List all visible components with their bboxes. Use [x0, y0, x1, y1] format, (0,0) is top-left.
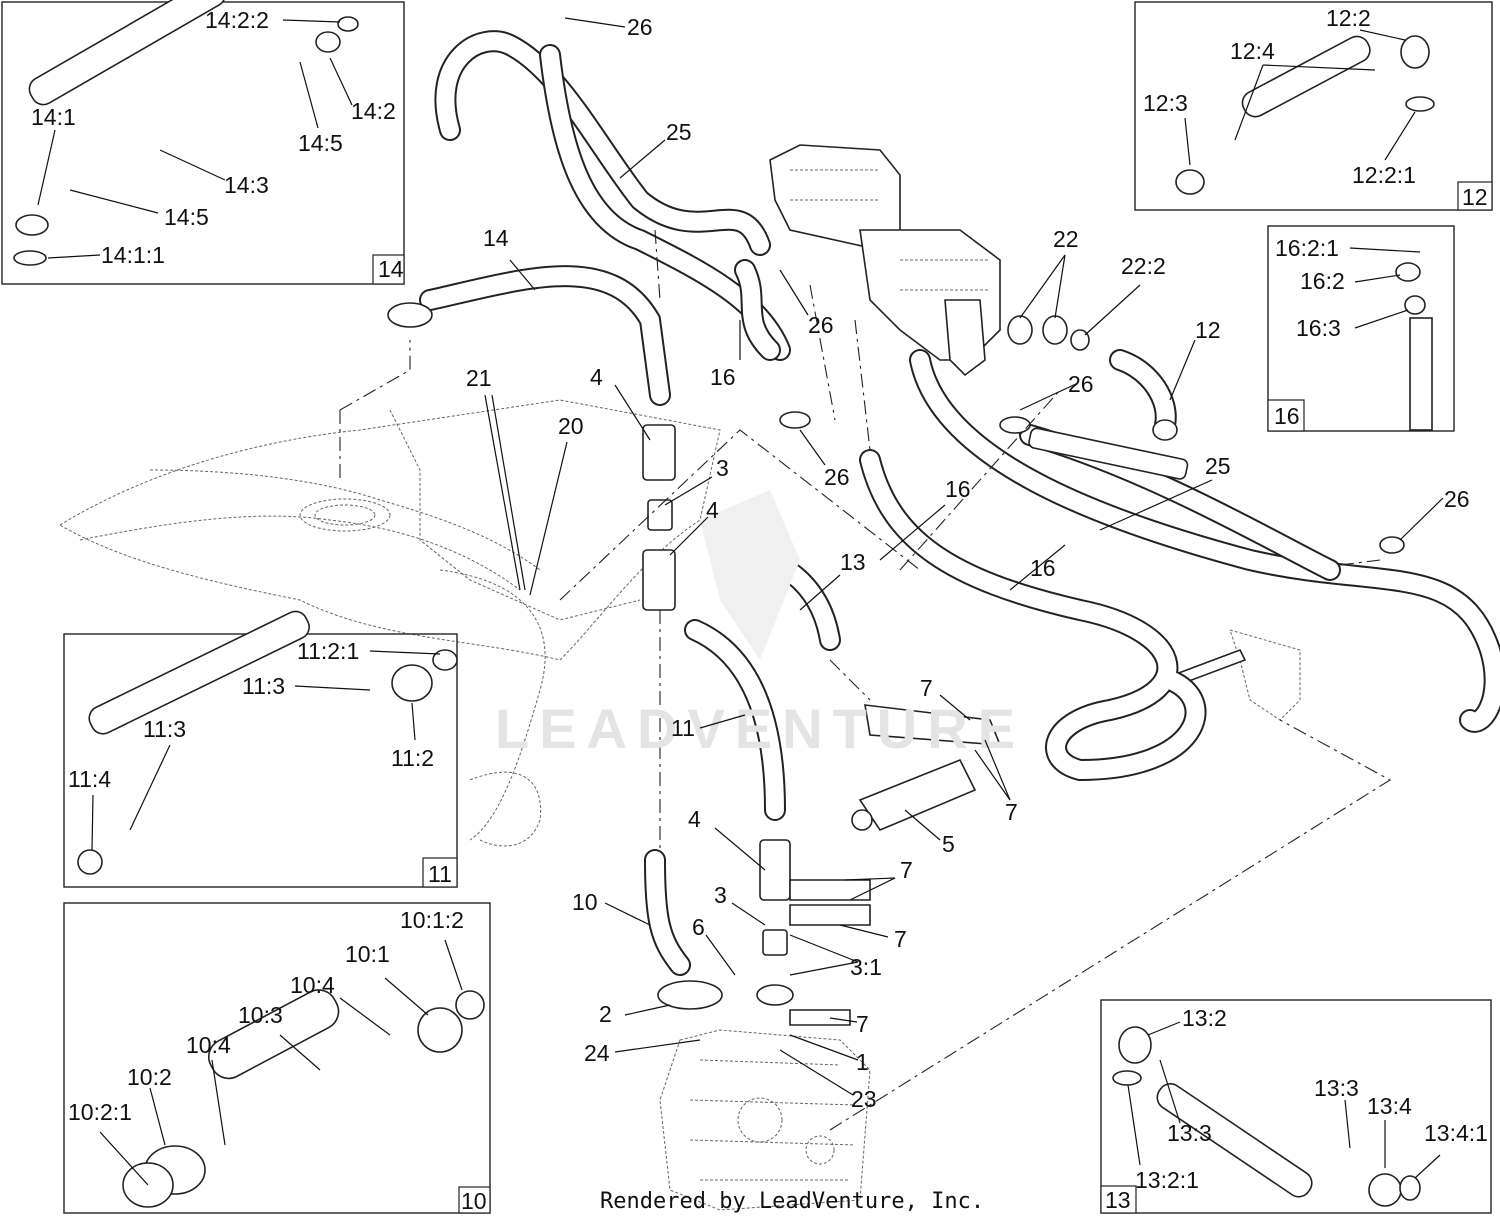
label-16-a: 16 — [710, 364, 736, 390]
label-14-5-a: 14:5 — [298, 130, 343, 156]
inset-10 — [63, 902, 491, 1214]
label-25-a: 25 — [666, 119, 692, 145]
label-11-4: 11:4 — [68, 766, 111, 792]
label-11: 11 — [671, 715, 695, 741]
fittings — [387, 302, 1405, 1026]
footer-credit: Rendered by LeadVenture, Inc. — [600, 1189, 984, 1214]
label-11-3-a: 11:3 — [242, 673, 285, 699]
label-14: 14 — [483, 225, 509, 251]
manifold-outline — [769, 144, 1001, 377]
label-12-2-1: 12:2:1 — [1352, 162, 1416, 188]
label-12: 12 — [1195, 317, 1221, 343]
label-7-c: 7 — [900, 857, 913, 883]
label-14-3: 14:3 — [224, 172, 269, 198]
label-22: 22 — [1053, 226, 1079, 252]
watermark: LEADVENTURE — [495, 490, 1025, 760]
label-26-a: 26 — [627, 14, 653, 40]
label-6: 6 — [692, 914, 705, 940]
inset-13-labels: 13:2 13:3 13:3 13:4 13:4:1 13:2:1 13 — [1105, 1005, 1488, 1213]
inset-tag-11: 11 — [428, 861, 452, 887]
label-7-a: 7 — [920, 675, 933, 701]
label-4-c: 4 — [688, 806, 701, 832]
main-labels: 26 25 14 22 22:2 26 16 12 21 4 20 26 3 2… — [466, 14, 1470, 1112]
inset-11-labels: 11:2:1 11:3 11:3 11:2 11:4 11 — [68, 638, 452, 887]
inset-16-labels: 16:2:1 16:2 16:3 16 — [1274, 235, 1345, 429]
inset-14 — [1, 0, 405, 285]
inset-10-labels: 10:1:2 10:1 10:4 10:3 10:4 10:2 10:2:1 1… — [68, 907, 487, 1214]
inset-12-labels: 12:2 12:4 12:3 12:2:1 12 — [1143, 5, 1488, 210]
label-26-d: 26 — [824, 464, 850, 490]
label-13-3-b: 13:3 — [1167, 1120, 1212, 1146]
label-1: 1 — [856, 1049, 869, 1075]
label-4-b: 4 — [706, 497, 719, 523]
label-23: 23 — [851, 1086, 877, 1112]
label-10-2: 10:2 — [127, 1064, 172, 1090]
label-10-3: 10:3 — [238, 1002, 283, 1028]
label-7-b: 7 — [1005, 799, 1018, 825]
inset-tag-14: 14 — [378, 256, 404, 282]
label-13-2: 13:2 — [1182, 1005, 1227, 1031]
label-10-4-a: 10:4 — [290, 972, 335, 998]
label-10: 10 — [572, 889, 598, 915]
label-16-2-1: 16:2:1 — [1275, 235, 1339, 261]
leader-lines — [37, 17, 1444, 1186]
label-21: 21 — [466, 365, 492, 391]
label-25-b: 25 — [1205, 453, 1231, 479]
inset-11 — [63, 610, 458, 888]
label-14-2-2: 14:2:2 — [205, 7, 269, 33]
label-4-a: 4 — [590, 364, 603, 390]
label-16-c: 16 — [1030, 555, 1056, 581]
label-3-1: 3:1 — [850, 954, 882, 980]
tank-outline — [59, 399, 721, 847]
label-10-4-b: 10:4 — [186, 1032, 231, 1058]
label-12-2: 12:2 — [1326, 5, 1371, 31]
pump-body-outline — [659, 1029, 871, 1211]
inset-14-labels: 14:2:2 14:2 14:5 14:1 14:3 14:5 14:1:1 1… — [31, 7, 404, 282]
label-16-2: 16:2 — [1300, 268, 1345, 294]
label-3-a: 3 — [716, 455, 729, 481]
label-26-e: 26 — [1444, 486, 1470, 512]
label-13-4-1: 13:4:1 — [1424, 1120, 1488, 1146]
label-22-2: 22:2 — [1121, 253, 1166, 279]
label-14-1-1: 14:1:1 — [101, 242, 165, 268]
label-7-e: 7 — [856, 1011, 869, 1037]
centerlines — [339, 229, 1392, 1131]
label-14-5-b: 14:5 — [164, 204, 209, 230]
label-14-2: 14:2 — [351, 98, 396, 124]
inset-tag-12: 12 — [1462, 184, 1488, 210]
hoses — [419, 30, 1500, 976]
label-10-2-1: 10:2:1 — [68, 1099, 132, 1125]
label-12-3: 12:3 — [1143, 90, 1188, 116]
label-13: 13 — [840, 549, 866, 575]
label-26-b: 26 — [808, 312, 834, 338]
label-5: 5 — [942, 831, 955, 857]
label-20: 20 — [558, 413, 584, 439]
label-11-2: 11:2 — [391, 745, 434, 771]
inset-tag-10: 10 — [461, 1188, 487, 1214]
label-24: 24 — [584, 1040, 610, 1066]
label-12-4: 12:4 — [1230, 38, 1275, 64]
inset-tag-16: 16 — [1274, 403, 1300, 429]
label-16-3: 16:3 — [1296, 315, 1341, 341]
inset-13 — [1100, 999, 1492, 1214]
label-11-2-1: 11:2:1 — [297, 638, 359, 664]
label-13-4: 13:4 — [1367, 1093, 1412, 1119]
svg-text:LEADVENTURE: LEADVENTURE — [495, 697, 1025, 760]
label-10-1: 10:1 — [345, 941, 390, 967]
inset-tag-13: 13 — [1105, 1187, 1131, 1213]
label-3-b: 3 — [714, 882, 727, 908]
label-13-2-1: 13:2:1 — [1135, 1167, 1199, 1193]
label-13-3-a: 13:3 — [1314, 1075, 1359, 1101]
label-7-d: 7 — [894, 926, 907, 952]
label-2: 2 — [599, 1001, 612, 1027]
label-16-b: 16 — [945, 476, 971, 502]
label-14-1: 14:1 — [31, 104, 76, 130]
label-11-3-b: 11:3 — [143, 716, 186, 742]
inset-16 — [1267, 225, 1455, 432]
label-26-c: 26 — [1068, 371, 1094, 397]
label-10-1-2: 10:1:2 — [400, 907, 464, 933]
inset-12 — [1134, 1, 1493, 211]
